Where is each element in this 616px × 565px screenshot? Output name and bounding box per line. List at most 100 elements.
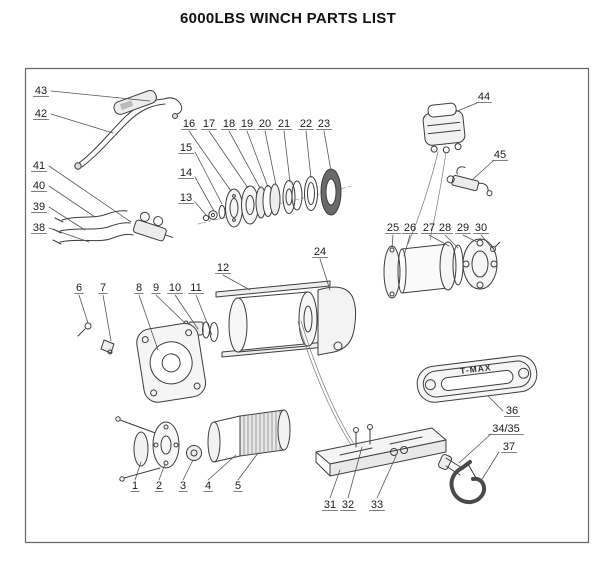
callout-leader-line bbox=[188, 130, 232, 192]
callout-leader-line bbox=[329, 469, 341, 499]
callout-label: 21 bbox=[278, 118, 290, 130]
callout-leader-line bbox=[138, 294, 159, 351]
callout-33: 33 bbox=[368, 455, 397, 511]
callout-leader-line bbox=[319, 258, 331, 291]
control-box bbox=[422, 102, 466, 154]
callout-label: 28 bbox=[439, 222, 451, 234]
callout-label: 38 bbox=[33, 222, 45, 234]
callout-label: 5 bbox=[235, 480, 241, 492]
control-wire bbox=[429, 151, 447, 241]
callout-leader-line bbox=[50, 90, 151, 102]
callout-leader-line bbox=[182, 459, 194, 481]
callout-31: 31 bbox=[321, 469, 341, 511]
callout-leader-line bbox=[264, 130, 277, 186]
page-title: 6000LBS WINCH PARTS LIST bbox=[179, 10, 397, 27]
callout-26: 26 bbox=[401, 222, 419, 257]
callout-label: 12 bbox=[217, 262, 229, 274]
callout-13: 13 bbox=[177, 192, 208, 217]
callout-label: 15 bbox=[180, 142, 192, 154]
callout-label: 7 bbox=[100, 282, 106, 294]
callout-label: 4 bbox=[205, 480, 211, 492]
callout-leader-line bbox=[462, 234, 478, 243]
callout-leader-line bbox=[487, 395, 504, 412]
callout-1: 1 bbox=[130, 461, 142, 492]
callout-42: 42 bbox=[33, 108, 114, 134]
hook-assembly bbox=[437, 454, 487, 505]
callout-label: 39 bbox=[33, 201, 45, 213]
callout-label: 9 bbox=[153, 282, 159, 294]
callout-label: 25 bbox=[387, 222, 399, 234]
callout-2: 2 bbox=[154, 463, 166, 492]
callout-leader-line bbox=[347, 446, 363, 499]
callout-label: 31 bbox=[324, 499, 336, 511]
callout-23: 23 bbox=[315, 118, 333, 172]
winch-cable bbox=[300, 320, 359, 451]
callout-leader-line bbox=[207, 454, 237, 481]
callout-label: 24 bbox=[314, 246, 326, 258]
callout-leader-line bbox=[48, 206, 86, 231]
callout-label: 22 bbox=[300, 118, 312, 130]
callout-10: 10 bbox=[166, 282, 199, 330]
callout-16: 16 bbox=[180, 118, 232, 192]
callout-25: 25 bbox=[384, 222, 402, 249]
callout-label: 17 bbox=[203, 118, 215, 130]
callout-label: 6 bbox=[76, 282, 82, 294]
callout-leader-line bbox=[208, 130, 249, 189]
callout-6: 6 bbox=[74, 282, 89, 324]
callout-label: 34/35 bbox=[492, 423, 520, 435]
callout-leader-line bbox=[158, 463, 166, 481]
winch-cable bbox=[297, 321, 357, 453]
callout-label: 16 bbox=[183, 118, 195, 130]
callout-44: 44 bbox=[454, 91, 493, 113]
callout-leader-line bbox=[246, 130, 269, 188]
callout-20: 20 bbox=[256, 118, 277, 186]
callout-7: 7 bbox=[98, 282, 112, 342]
callout-leader-line bbox=[444, 234, 459, 249]
callout-label: 23 bbox=[318, 118, 330, 130]
callout-label: 37 bbox=[503, 441, 515, 453]
motor-assembly-left bbox=[115, 409, 291, 482]
callout-45: 45 bbox=[471, 149, 509, 181]
callout-label: 41 bbox=[33, 160, 45, 172]
callout-22: 22 bbox=[297, 118, 315, 179]
callout-leader-line bbox=[50, 113, 114, 134]
callout-40: 40 bbox=[30, 180, 96, 218]
callout-3: 3 bbox=[178, 459, 194, 492]
callout-leader-line bbox=[102, 294, 112, 342]
callout-label: 1 bbox=[132, 480, 138, 492]
remote-control-assembly bbox=[74, 90, 183, 170]
gear-housing-plate bbox=[77, 322, 207, 403]
callout-leader-line bbox=[391, 234, 394, 249]
callout-label: 30 bbox=[475, 222, 487, 234]
fairlead: T-MAX bbox=[416, 355, 538, 403]
callout-leader-line bbox=[237, 452, 259, 481]
callout-18: 18 bbox=[220, 118, 261, 189]
callout-label: 13 bbox=[180, 192, 192, 204]
callout-label: 19 bbox=[241, 118, 253, 130]
callout-29: 29 bbox=[454, 222, 478, 243]
callout-label: 11 bbox=[190, 282, 201, 294]
callout-38: 38 bbox=[30, 222, 90, 243]
callout-label: 42 bbox=[35, 108, 47, 120]
callout-leader-line bbox=[222, 274, 251, 291]
callout-leader-line bbox=[174, 294, 199, 330]
callout-label: 27 bbox=[423, 222, 435, 234]
callout-32: 32 bbox=[339, 446, 363, 511]
callout-leader-line bbox=[195, 294, 213, 336]
callout-leader-line bbox=[454, 102, 478, 113]
callout-label: 8 bbox=[136, 282, 142, 294]
callout-leader-line bbox=[471, 160, 494, 181]
callout-12: 12 bbox=[214, 262, 251, 291]
callout-leader-line bbox=[228, 130, 261, 189]
control-wire bbox=[407, 151, 439, 245]
callout-label: 26 bbox=[404, 222, 416, 234]
callout-39: 39 bbox=[30, 201, 86, 231]
callout-leader-line bbox=[78, 294, 89, 324]
callout-leader-line bbox=[458, 433, 492, 464]
callout-36: 36 bbox=[487, 395, 520, 417]
callout-label: 29 bbox=[457, 222, 469, 234]
callout-8: 8 bbox=[134, 282, 159, 351]
fairlead-brand-label: T-MAX bbox=[460, 362, 492, 376]
callout-9: 9 bbox=[151, 282, 187, 325]
callout-21: 21 bbox=[275, 118, 293, 183]
